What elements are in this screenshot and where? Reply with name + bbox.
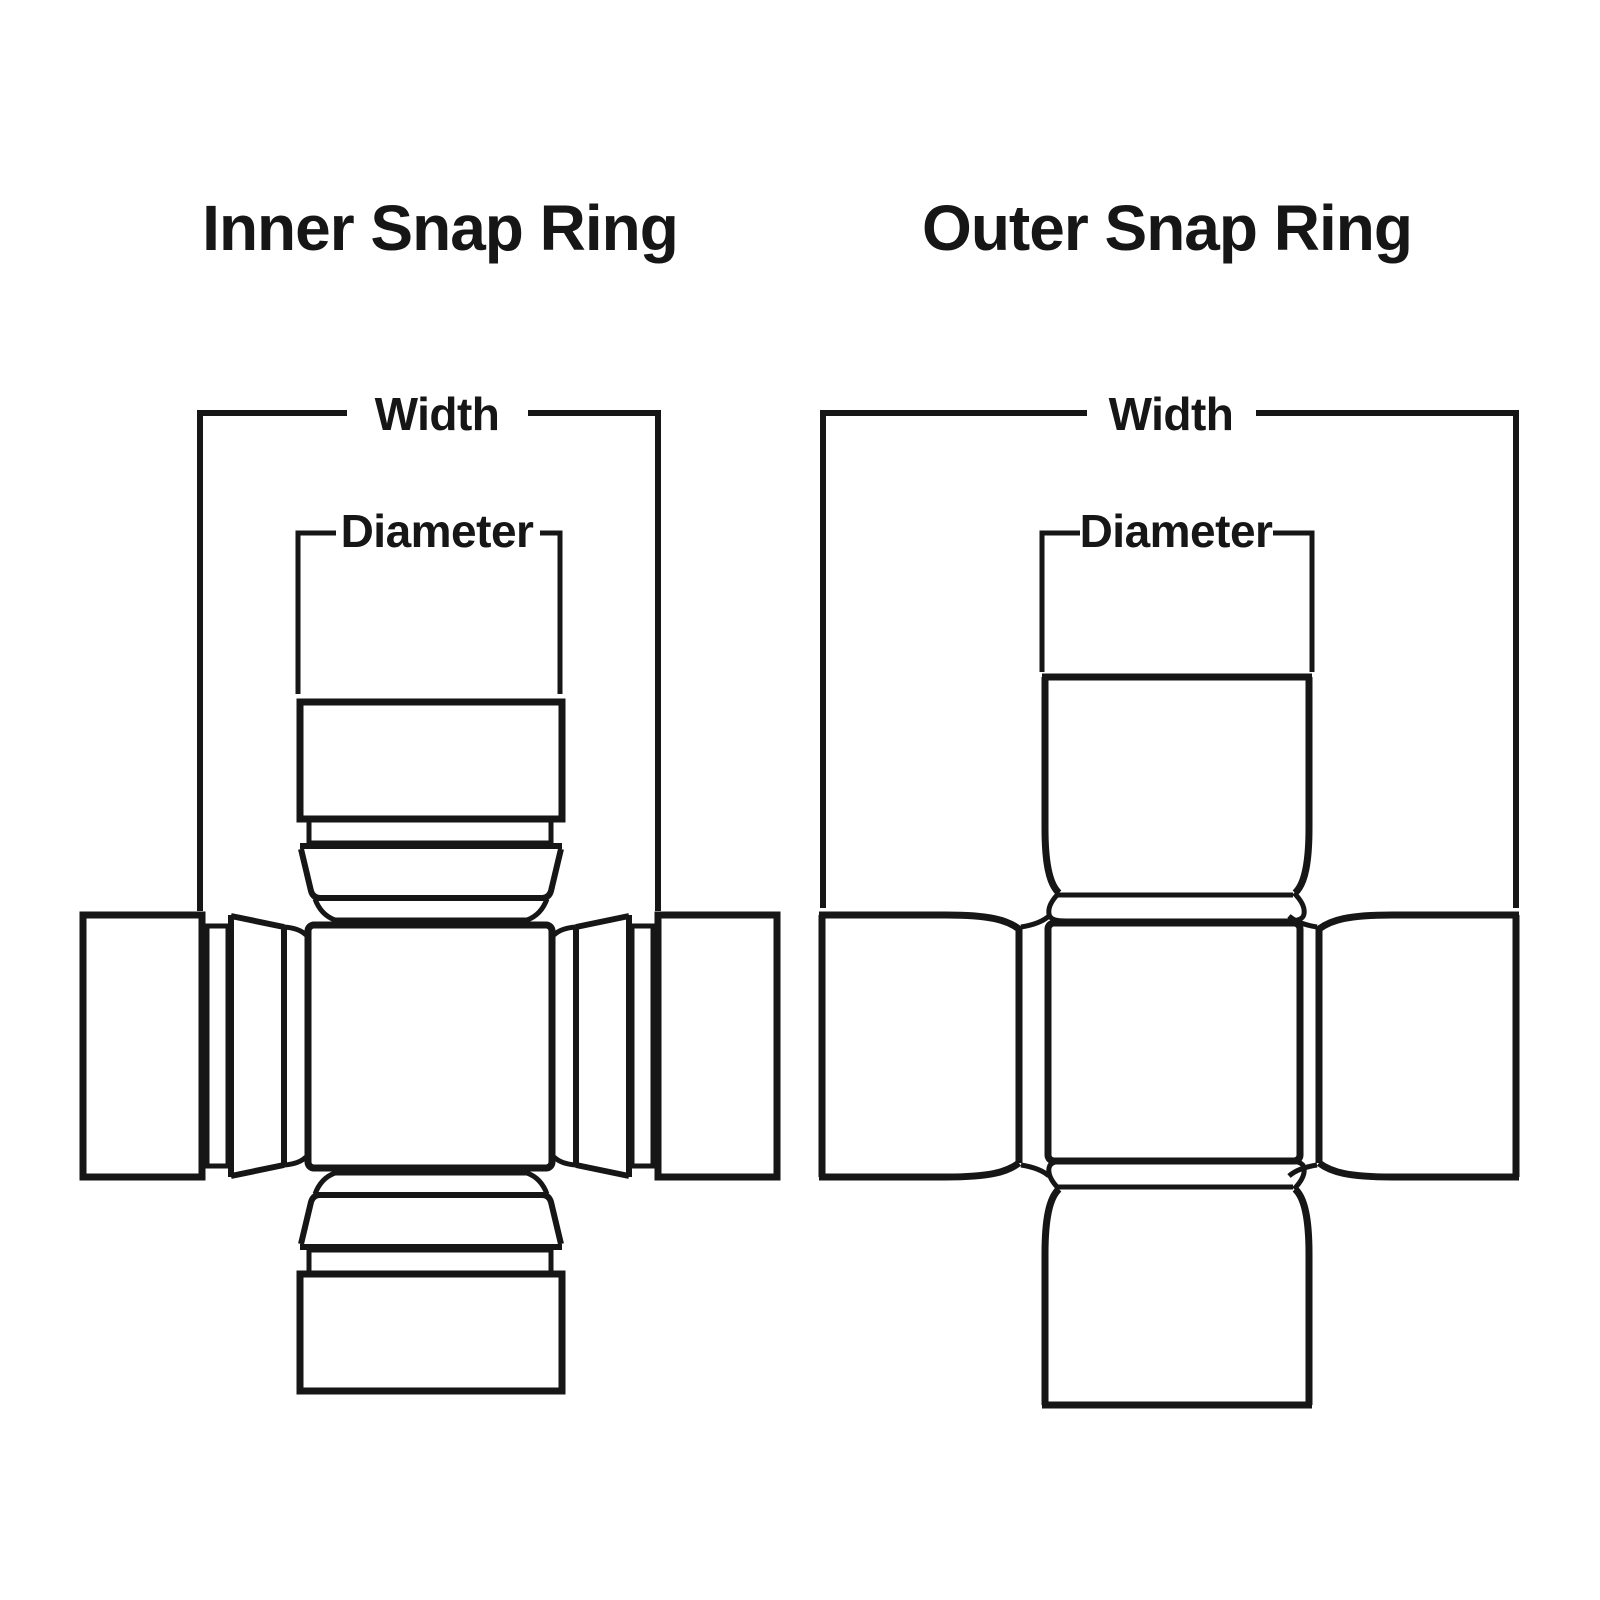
inner-width-bracket <box>197 410 661 911</box>
outer-width-label: Width <box>1109 388 1234 440</box>
inner-right-snap-ring-groove <box>629 923 658 1169</box>
inner-top-bearing-cap <box>296 698 566 823</box>
inner-diameter-label: Diameter <box>341 505 534 557</box>
outer-right-arm-neck <box>1287 914 1318 1178</box>
inner-left-bearing-cap <box>79 911 206 1181</box>
inner-top-snap-ring-groove <box>306 819 554 846</box>
outer-width-bracket <box>820 410 1519 908</box>
inner-right-arm-neck <box>552 924 577 1168</box>
outer-left-bearing-cap <box>818 911 1023 1181</box>
inner-left-snap-ring-groove <box>202 923 231 1169</box>
inner-bottom-cap-foot <box>312 1170 550 1195</box>
inner-top-cap-foot <box>312 898 550 923</box>
outer-snap-ring-diagram: Outer Snap Ring Width Diameter <box>818 192 1520 1409</box>
inner-bottom-cap-collar <box>298 1192 564 1250</box>
inner-left-arm-neck <box>283 924 308 1168</box>
inner-right-cap-collar <box>573 913 632 1179</box>
outer-center-block <box>1044 919 1304 1165</box>
outer-top-bearing-cap <box>1041 673 1313 896</box>
outer-diameter-label: Diameter <box>1080 505 1273 557</box>
inner-top-cap-collar <box>298 843 564 901</box>
outer-bottom-cap-bell <box>1046 1158 1307 1191</box>
outer-diagram-title: Outer Snap Ring <box>922 192 1412 264</box>
outer-right-bearing-cap <box>1315 911 1520 1181</box>
inner-width-label: Width <box>375 388 500 440</box>
inner-right-bearing-cap <box>654 911 781 1181</box>
inner-bottom-bearing-cap <box>296 1270 566 1395</box>
outer-diameter-bracket <box>1039 530 1315 672</box>
outer-bottom-bearing-cap <box>1041 1186 1313 1409</box>
inner-diagram-title: Inner Snap Ring <box>202 192 678 264</box>
inner-left-cap-collar <box>228 913 287 1179</box>
inner-diameter-bracket <box>295 530 563 694</box>
inner-center-block <box>304 921 556 1172</box>
inner-bottom-snap-ring-groove <box>306 1247 554 1274</box>
inner-snap-ring-diagram: Inner Snap Ring Width Diameter <box>79 192 781 1395</box>
